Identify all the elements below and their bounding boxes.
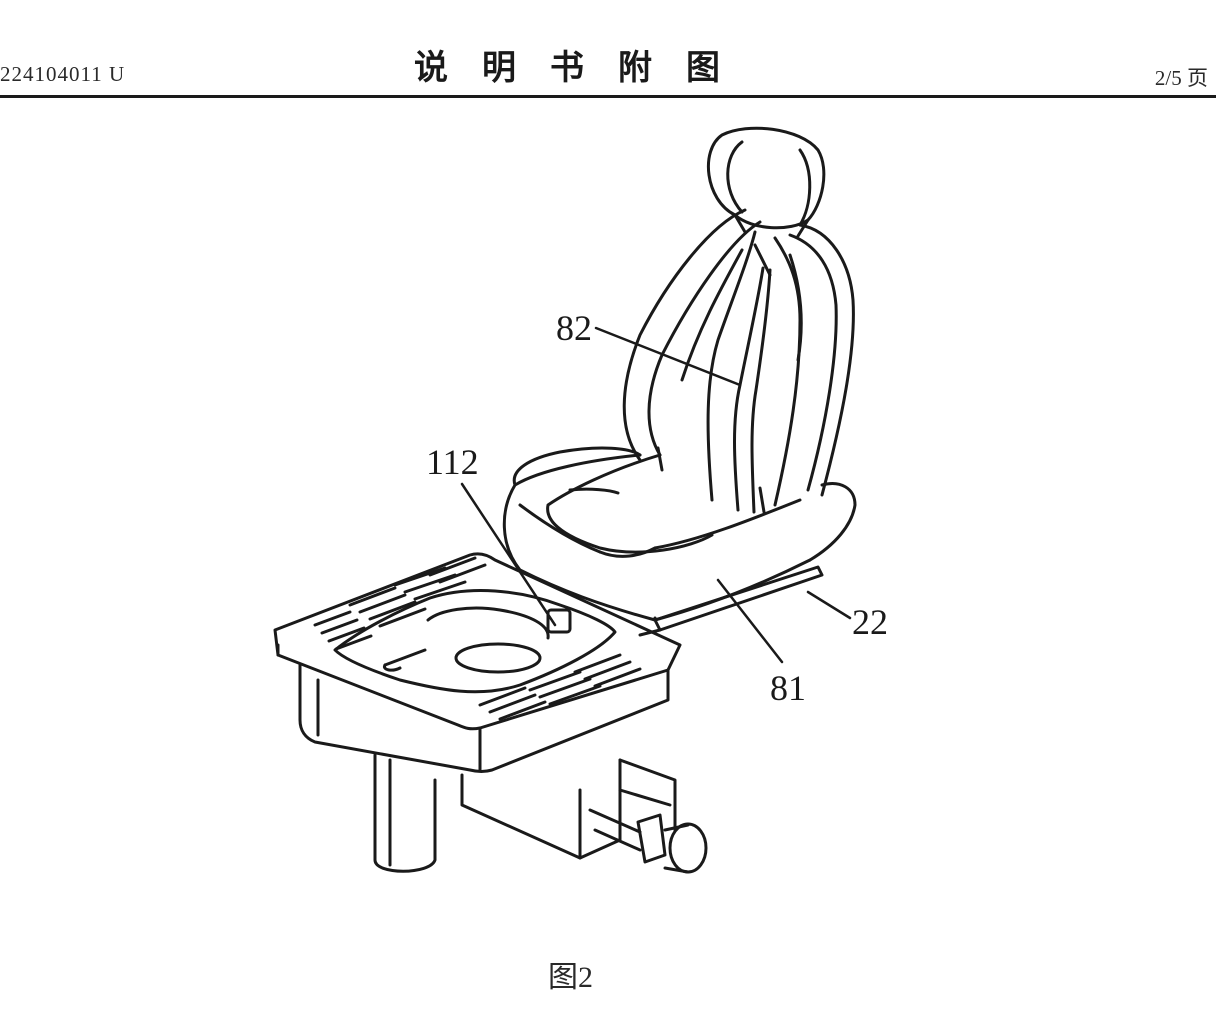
label-82: 82 — [556, 308, 592, 348]
label-81: 81 — [770, 668, 806, 708]
label-22: 22 — [852, 602, 888, 642]
leader-lines — [460, 326, 852, 664]
seat-base-rail — [638, 565, 824, 637]
basin-leg — [373, 753, 708, 874]
header-rule — [0, 95, 1216, 98]
document-number: 224104011 U — [0, 62, 126, 86]
basin-slats — [313, 556, 642, 721]
figure-caption: 图2 — [548, 961, 593, 994]
document-title: 说明书附图 — [414, 48, 754, 88]
seat-cushion — [502, 446, 857, 622]
page-number: 2/5 页 — [1154, 66, 1208, 90]
page-header: 224104011 U 说明书附图 2/5 页 — [0, 0, 1216, 98]
seat-backrest — [622, 208, 855, 514]
headrest — [707, 126, 826, 238]
label-112: 112 — [426, 442, 479, 482]
basin-unit — [273, 552, 682, 773]
